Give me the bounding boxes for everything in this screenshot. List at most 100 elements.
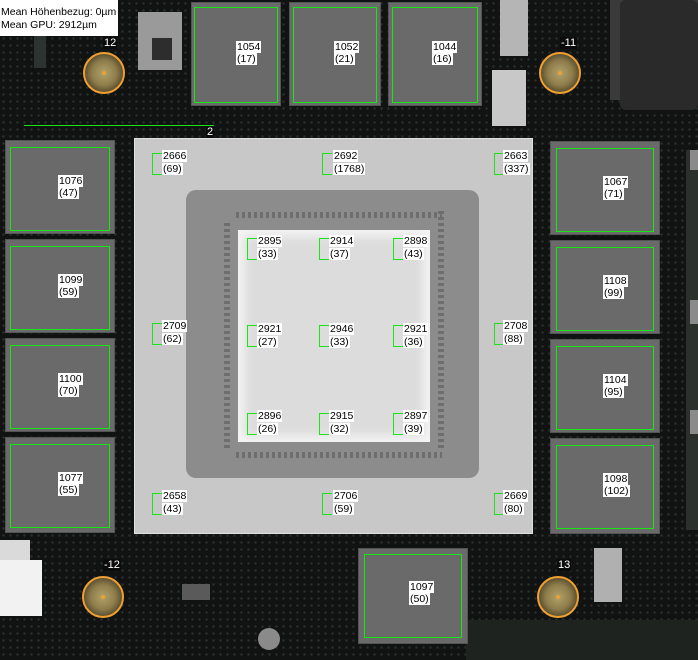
package-deviation: (80) <box>503 503 524 515</box>
memory-chip: 1099 (59) <box>5 239 115 333</box>
chip-deviation: (17) <box>236 53 257 65</box>
chip-value: 1104 <box>603 374 628 386</box>
smd-component <box>620 0 698 110</box>
hole-label-top-left: 12 <box>103 37 118 49</box>
chip-value: 1044 <box>432 41 458 53</box>
package-value: 2709 <box>162 320 188 332</box>
measure-outline <box>364 554 462 638</box>
measure-outline <box>10 246 110 330</box>
chip-deviation: (50) <box>409 593 430 605</box>
measure-bracket <box>393 413 403 435</box>
die-deviation: (27) <box>257 336 278 348</box>
mounting-hole-icon <box>82 576 124 618</box>
smd-component <box>152 38 172 60</box>
chip-value: 1077 <box>58 472 84 484</box>
die-deviation: (43) <box>403 248 424 260</box>
chip-deviation: (95) <box>603 386 624 398</box>
package-value: 2706 <box>333 490 359 502</box>
smd-component <box>182 584 210 600</box>
measure-outline <box>194 7 278 103</box>
die-value: 2895 <box>257 235 283 247</box>
package-value: 2708 <box>503 320 529 332</box>
die-value: 2897 <box>403 410 429 422</box>
measure-bracket <box>322 153 332 175</box>
chip-deviation: (71) <box>603 188 624 200</box>
measure-bracket <box>247 238 257 260</box>
measure-bracket <box>319 325 329 347</box>
chip-value: 1097 <box>409 581 435 593</box>
measure-bracket <box>247 413 257 435</box>
chip-deviation: (59) <box>58 286 79 298</box>
measure-bracket <box>152 493 162 515</box>
measure-outline <box>10 147 110 231</box>
measure-bracket <box>319 413 329 435</box>
chip-value: 1076 <box>58 175 84 187</box>
chip-deviation: (21) <box>334 53 355 65</box>
memory-chip: 1100 (70) <box>5 338 115 432</box>
mounting-hole-icon <box>83 52 125 94</box>
mean-gpu-value: Mean GPU: 2912µm <box>1 19 97 31</box>
memory-chip: 1076 (47) <box>5 140 115 234</box>
smd-component <box>690 410 698 434</box>
die-deviation: (39) <box>403 423 424 435</box>
memory-chip: 1052 (21) <box>289 2 381 106</box>
measure-outline <box>10 444 110 528</box>
memory-chip: 1054 (17) <box>191 2 281 106</box>
measure-bracket <box>152 153 162 175</box>
hole-label-bottom-left: -12 <box>103 559 121 571</box>
smd-component <box>0 560 42 616</box>
smd-component <box>500 0 528 56</box>
memory-chip: 1108 (99) <box>550 240 660 334</box>
chip-deviation: (102) <box>603 485 630 497</box>
mounting-hole-icon <box>539 52 581 94</box>
measure-bracket <box>393 238 403 260</box>
measure-bracket <box>319 238 329 260</box>
chip-value: 1067 <box>603 176 629 188</box>
chip-value: 1108 <box>603 275 628 287</box>
chip-value: 1052 <box>334 41 360 53</box>
die-value: 2914 <box>329 235 355 247</box>
die-deviation: (26) <box>257 423 278 435</box>
measure-bracket <box>322 493 332 515</box>
die-deviation: (36) <box>403 336 424 348</box>
measure-bracket <box>152 323 162 345</box>
package-deviation: (337) <box>503 163 530 175</box>
die-deviation: (32) <box>329 423 350 435</box>
marker-label: 2 <box>206 126 215 138</box>
package-value: 2669 <box>503 490 529 502</box>
measure-outline <box>392 7 478 103</box>
package-deviation: (69) <box>162 163 183 175</box>
measure-outline <box>556 247 654 331</box>
memory-chip: 1098 (102) <box>550 438 660 534</box>
measure-outline <box>293 7 377 103</box>
smd-component <box>594 548 622 602</box>
die-value: 2921 <box>257 323 283 335</box>
chip-deviation: (70) <box>58 385 79 397</box>
package-deviation: (43) <box>162 503 183 515</box>
package-deviation: (62) <box>162 333 183 345</box>
measure-outline <box>556 346 654 430</box>
measure-outline <box>10 345 110 429</box>
memory-chip: 1044 (16) <box>388 2 482 106</box>
memory-chip: 1097 (50) <box>358 548 468 644</box>
smd-component <box>34 36 46 68</box>
marker-line <box>24 125 214 126</box>
measure-outline <box>556 148 654 232</box>
die-value: 2898 <box>403 235 429 247</box>
chip-value: 1100 <box>58 373 83 385</box>
die-value: 2915 <box>329 410 355 422</box>
package-deviation: (88) <box>503 333 524 345</box>
package-deviation: (1768) <box>333 163 366 175</box>
hole-label-bottom-right: 13 <box>557 559 572 571</box>
mounting-hole-icon <box>537 576 579 618</box>
smd-component <box>690 150 698 170</box>
die-value: 2921 <box>403 323 429 335</box>
readout-panel: Mean Höhenbezug: 0µm Mean GPU: 2912µm <box>0 0 118 36</box>
measure-bracket <box>494 153 504 175</box>
die-pad-row <box>236 212 442 218</box>
die-value: 2946 <box>329 323 355 335</box>
chip-value: 1098 <box>603 473 629 485</box>
measure-bracket <box>393 325 403 347</box>
package-value: 2663 <box>503 150 529 162</box>
